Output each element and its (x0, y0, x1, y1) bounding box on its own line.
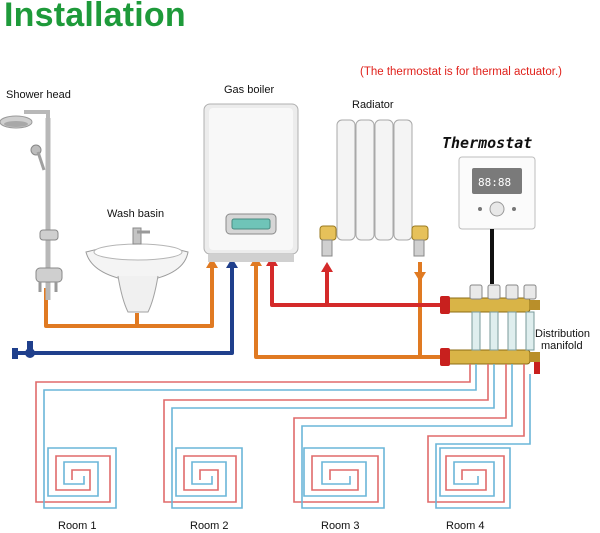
room-2-label: Room 2 (190, 520, 229, 532)
room-1-loop-red (35, 364, 471, 503)
cold-water-pipe (38, 262, 234, 355)
room-4-label: Room 4 (446, 520, 485, 532)
room-4-loop-red (427, 364, 525, 503)
radiator-return-arrow (414, 272, 426, 282)
room-2-loop-blue (171, 364, 495, 509)
room-1-loop-blue (43, 364, 477, 509)
svg-text:88:88: 88:88 (478, 176, 511, 189)
room-3-loop-blue (301, 364, 513, 509)
thermostat-label: Thermostat (442, 134, 533, 152)
room-1-label: Room 1 (58, 520, 97, 532)
radiator-label: Radiator (352, 99, 394, 111)
shower-head-label: Shower head (6, 89, 71, 101)
radiator-icon (319, 119, 429, 257)
page-title: Installation (4, 0, 186, 34)
room-3-loop-red (293, 364, 507, 503)
gas-boiler-icon (203, 103, 299, 262)
manifold-label: manifold (541, 340, 583, 352)
gas-boiler-label: Gas boiler (224, 84, 275, 96)
thermostat-note: (The thermostat is for thermal actuator.… (360, 66, 562, 78)
room-2-loop-red (163, 364, 489, 503)
room-4-loop-blue (435, 374, 531, 509)
floor-heating-loops (35, 364, 531, 509)
wash-basin-label: Wash basin (107, 208, 165, 220)
cold-water-tap-icon (12, 341, 38, 359)
thermostat-device-icon: 88:88 (458, 156, 536, 284)
distribution-manifold-icon (440, 284, 540, 374)
heating-flow-pipe (270, 262, 446, 307)
room-3-label: Room 3 (321, 520, 360, 532)
shower-icon (0, 110, 63, 300)
distribution-label: Distribution (535, 328, 591, 340)
wash-basin-icon (85, 227, 189, 313)
hot-water-pipe (44, 264, 214, 328)
